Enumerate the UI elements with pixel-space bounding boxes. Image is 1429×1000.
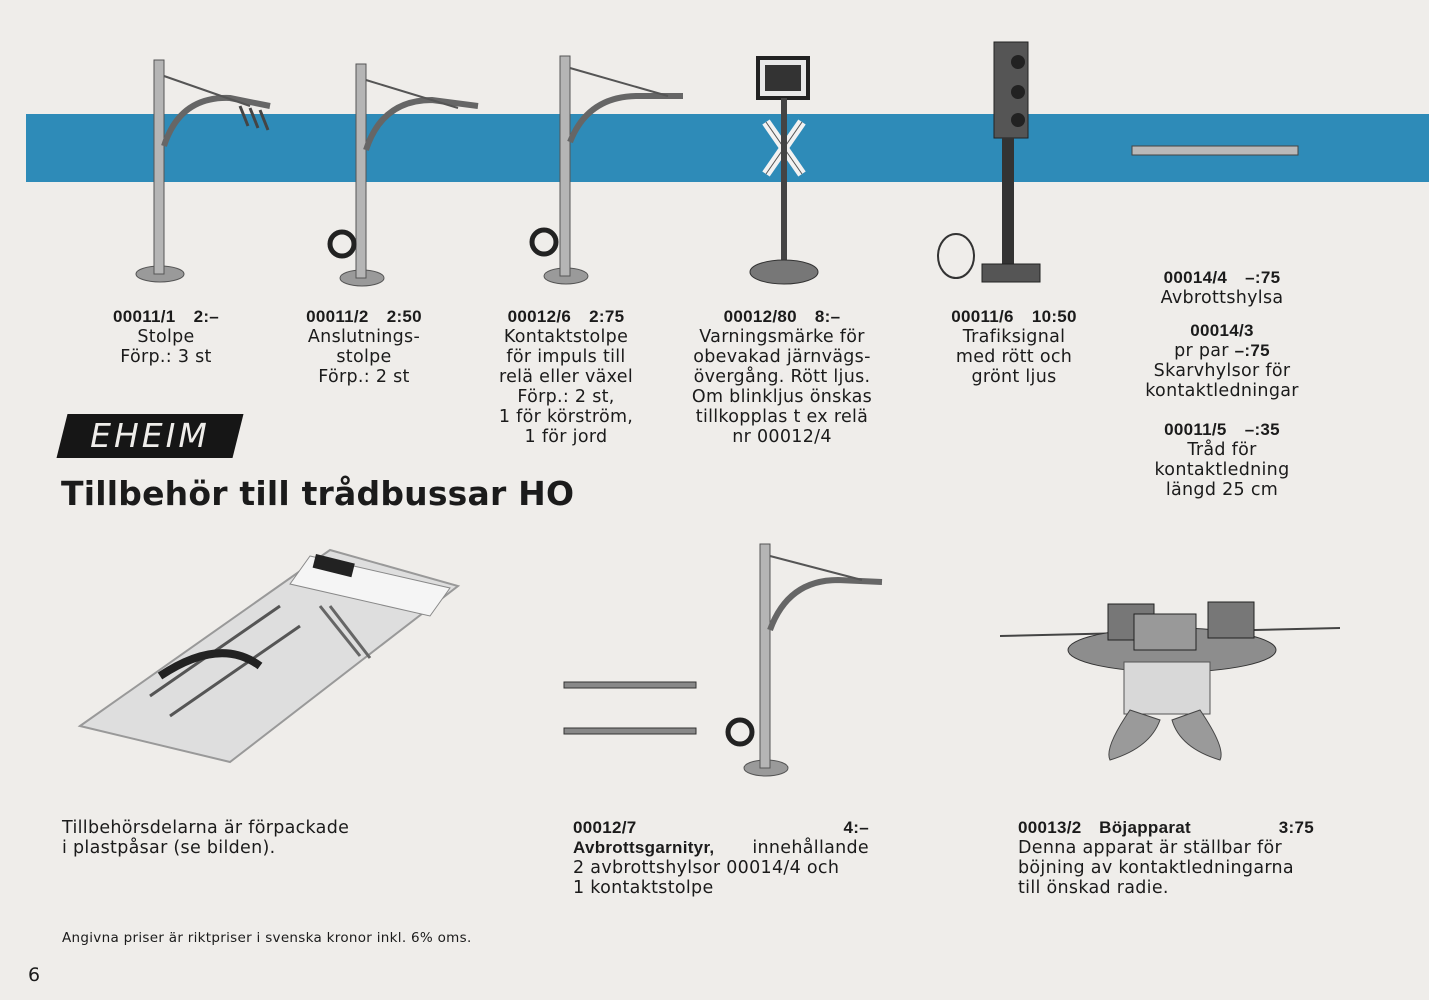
product-code: 00013/2 (1018, 818, 1082, 837)
product-name: Avbrottsgarnityr, (573, 838, 715, 857)
eheim-logo: EHEIM (56, 414, 244, 458)
product-caption: 00011/2 2:50 Anslutnings- stolpe Förp.: 2… (284, 307, 444, 387)
page-headline: Tillbehör till trådbussar HO (61, 474, 575, 513)
product-code: 00011/1 (112, 307, 176, 326)
product-description: Om blinkljus önskas (691, 387, 873, 407)
price-footnote: Angivna priser är riktpriser i svenska k… (62, 930, 472, 946)
product-unit: pr par (1174, 341, 1229, 361)
product-description: relä eller växel (498, 367, 634, 387)
product-description: med rött och (955, 347, 1073, 367)
product-price: 2:50 (386, 307, 422, 326)
product-name: Böjapparat (1099, 818, 1191, 837)
side-product-caption: 00011/5 –:35 Tråd för kontaktledning läng… (1132, 420, 1312, 500)
product-code: 00011/5 (1164, 420, 1227, 439)
product-description: Stolpe (137, 327, 195, 347)
product-code: 00014/3 (1190, 321, 1254, 340)
product-description: 2 avbrottshylsor 00014/4 och (573, 858, 840, 878)
product-description: längd 25 cm (1165, 480, 1279, 500)
product-code: 00012/80 (723, 307, 797, 326)
product-description: innehållande (752, 838, 869, 858)
product-caption: 00012/6 2:75 Kontaktstolpe för impuls til… (486, 307, 646, 447)
product-code: 00011/2 (306, 307, 369, 326)
product-price: –:75 (1245, 268, 1281, 287)
pole-2-illustration (327, 63, 479, 287)
product-description: Varningsmärke för (699, 327, 865, 347)
product-code: 00012/7 (573, 818, 637, 837)
product-price: 10:50 (1031, 307, 1077, 326)
product-description: övergång. Rött ljus. (693, 367, 871, 387)
plastic-bag-illustration (77, 548, 461, 764)
product-description: stolpe (336, 347, 392, 367)
product-price: –:35 (1244, 420, 1280, 439)
product-price: 8:– (814, 307, 841, 326)
traffic-signal-illustration (937, 41, 1041, 283)
pole-3-illustration (529, 55, 683, 285)
product-description: för impuls till (506, 347, 626, 367)
bending-device-illustration (999, 601, 1341, 761)
packaging-note-line: i plastpåsar (se bilden). (62, 838, 276, 858)
product-packaging: Förp.: 2 st (318, 367, 410, 387)
product-code: 00014/4 (1163, 268, 1228, 287)
product-caption: 00011/6 10:50 Trafiksignal med rött och g… (934, 307, 1094, 387)
product-caption: 00012/80 8:– Varningsmärke för obevakad j… (682, 307, 882, 447)
product-price: 3:75 (1278, 818, 1314, 837)
product-description: Skarvhylsor för (1153, 361, 1291, 381)
product-description: nr 00012/4 (732, 427, 832, 447)
product-description: Avbrottshylsa (1160, 288, 1284, 308)
side-product-caption: 00014/4 –:75 Avbrottshylsa (1132, 268, 1312, 308)
page-number: 6 (28, 964, 41, 986)
product-packaging: Förp.: 3 st (120, 347, 212, 367)
sleeve-illustration (1131, 145, 1299, 156)
logo-text: EHEIM (90, 416, 210, 455)
product-description: Denna apparat är ställbar för (1018, 838, 1282, 858)
pole-1-illustration (135, 59, 271, 283)
product-description: Kontaktstolpe (503, 327, 629, 347)
product-description: Tråd för (1187, 440, 1257, 460)
product-price: 2:75 (589, 307, 625, 326)
product-price: –:75 (1234, 341, 1270, 360)
packaging-note: Tillbehörsdelarna är förpackade i plastp… (62, 818, 349, 858)
product-price: 2:– (193, 307, 220, 326)
interruption-set-illustration (563, 543, 883, 777)
product-packaging: Förp.: 2 st, (517, 387, 615, 407)
product-caption: 00011/1 2:– Stolpe Förp.: 3 st (96, 307, 236, 367)
product-description: 1 kontaktstolpe (573, 878, 714, 898)
product-description: 1 för jord (524, 427, 608, 447)
product-code: 00011/6 (951, 307, 1014, 326)
product-price: 4:– (843, 818, 869, 837)
product-code: 00012/6 (507, 307, 572, 326)
product-description: obevakad järnvägs- (693, 347, 871, 367)
bending-device-caption: 00013/2 Böjapparat 3:75 Denna apparat är … (1018, 818, 1314, 898)
product-description: grönt ljus (971, 367, 1057, 387)
interruption-set-caption: 00012/7 4:– Avbrottsgarnityr, innehållande… (573, 818, 869, 898)
product-description: kontaktledning (1154, 460, 1290, 480)
product-description: kontaktledningar (1145, 381, 1299, 401)
product-description: tillkopplas t ex relä (695, 407, 869, 427)
product-description: till önskad radie. (1018, 878, 1169, 898)
warning-sign-illustration (749, 56, 819, 285)
side-product-caption: 00014/3 pr par –:75 Skarvhylsor för kont… (1122, 321, 1322, 401)
packaging-note-line: Tillbehörsdelarna är förpackade (62, 818, 350, 838)
product-description: Anslutnings- (307, 327, 421, 347)
product-description: 1 för körström, (498, 407, 634, 427)
product-description: böjning av kontaktledningarna (1018, 858, 1294, 878)
product-description: Trafiksignal (962, 327, 1066, 347)
